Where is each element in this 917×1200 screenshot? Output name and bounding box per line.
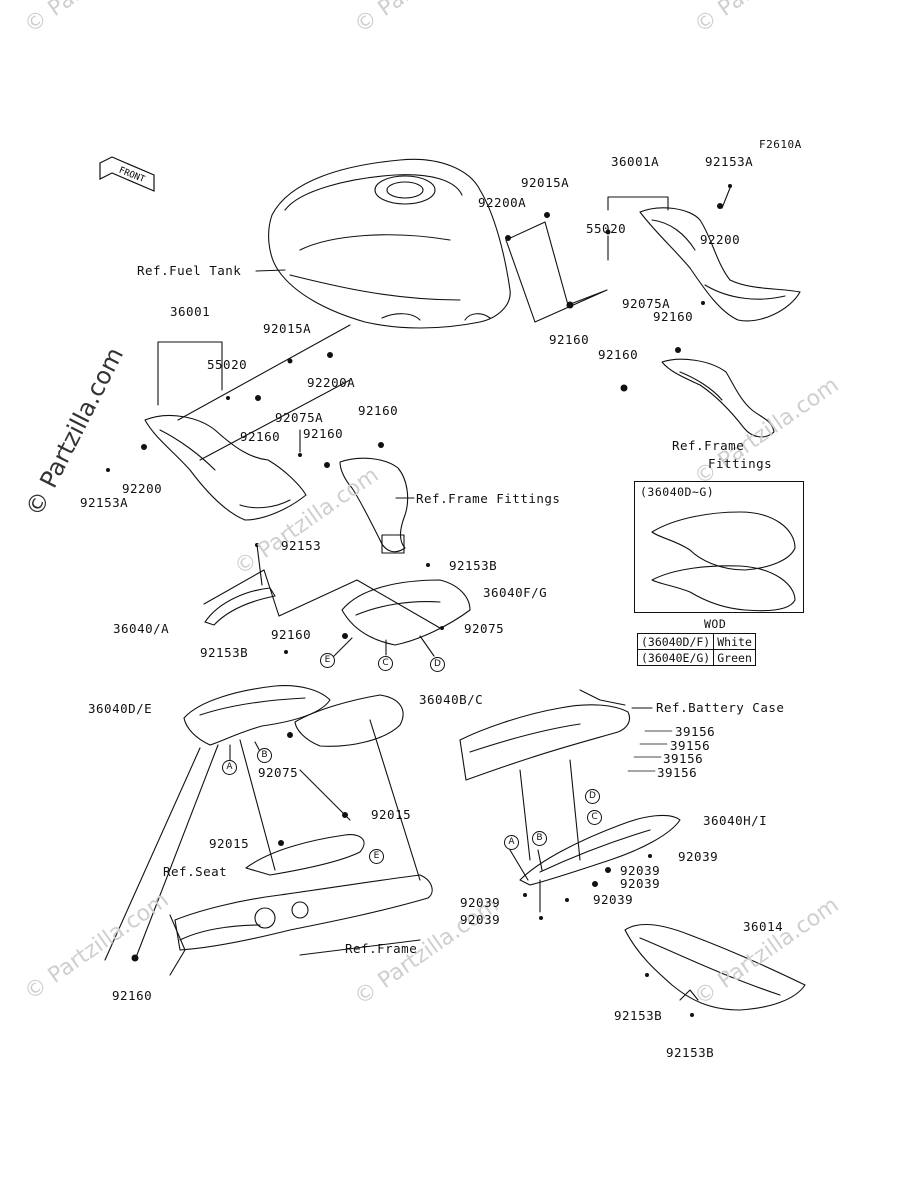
label-39156-4: 39156	[657, 765, 698, 780]
label-36014: 36014	[743, 919, 784, 934]
seat-frame-drawing	[169, 834, 433, 976]
hardware-dots	[106, 184, 732, 1017]
label-92160-bottom: 92160	[112, 988, 153, 1003]
label-36040hi: 36040H/I	[703, 813, 768, 828]
label-92160-mid: 92160	[549, 332, 590, 347]
label-92153a-left: 92153A	[80, 495, 129, 510]
label-ref-fuel-tank: Ref.Fuel Tank	[137, 263, 242, 278]
label-ref-frame-fittings-center: Ref.Frame Fittings	[416, 491, 561, 506]
inset-title: (36040D~G)	[640, 485, 715, 499]
fuel-tank-drawing	[268, 158, 511, 329]
label-36040de: 36040D/E	[88, 701, 153, 716]
callout-d-right: D	[585, 789, 600, 804]
chain-guard-drawing	[624, 924, 806, 1011]
label-92075a-left: 92075A	[275, 410, 324, 425]
label-92039-4: 92039	[593, 892, 634, 907]
callout-e-top: E	[320, 653, 335, 668]
label-92153: 92153	[281, 538, 322, 553]
label-92160-left: 92160	[240, 429, 281, 444]
label-ref-seat: Ref.Seat	[163, 864, 228, 879]
label-36001a: 36001A	[611, 154, 660, 169]
label-92153b-b2: 92153B	[666, 1045, 715, 1060]
callout-a-left: A	[222, 760, 237, 775]
label-92015-right: 92015	[371, 807, 412, 822]
label-39156-2: 39156	[670, 738, 711, 753]
label-ref-battery-case: Ref.Battery Case	[656, 700, 785, 715]
callout-c-top: C	[378, 656, 393, 671]
label-ref-frame-fittings-right-2: Fittings	[708, 456, 773, 471]
inset-variant-box	[634, 481, 804, 613]
color-code-cell: (36040D/F)	[636, 633, 715, 650]
label-92039-1: 92039	[678, 849, 719, 864]
right-side-cover-drawing	[639, 207, 801, 322]
color-code-table: (36040D/F) White (36040E/G) Green	[636, 633, 756, 666]
color-name-cell: White	[713, 633, 756, 650]
callout-a-right: A	[504, 835, 519, 850]
label-36040a: 36040/A	[113, 621, 170, 636]
label-92039-2: 92039	[620, 863, 661, 878]
lower-side-cover-drawing	[183, 685, 404, 747]
color-code-cell: (36040E/G)	[636, 649, 715, 666]
label-92160-r1: 92160	[653, 309, 694, 324]
label-92075-right: 92075	[464, 621, 505, 636]
label-92015a-top: 92015A	[521, 175, 570, 190]
label-92039-5: 92039	[460, 895, 501, 910]
label-92153b-left: 92153B	[200, 645, 249, 660]
label-92160-cover: 92160	[271, 627, 312, 642]
label-92015a-left: 92015A	[263, 321, 312, 336]
label-39156-1: 39156	[675, 724, 716, 739]
label-92153b-mid: 92153B	[449, 558, 498, 573]
label-92200-left: 92200	[122, 481, 163, 496]
figure-code: F2610A	[759, 138, 802, 151]
label-92153a-top: 92153A	[705, 154, 754, 169]
label-92015-left: 92015	[209, 836, 250, 851]
label-55020-left: 55020	[207, 357, 248, 372]
label-55020-top: 55020	[586, 221, 627, 236]
callout-c-right: C	[587, 810, 602, 825]
right-frame-fittings-drawing	[661, 358, 775, 438]
inset-wod-label: WOD	[704, 617, 727, 631]
callout-d-top: D	[430, 657, 445, 672]
color-row: (36040D/F) White	[636, 633, 756, 650]
left-side-cover-drawing	[144, 414, 307, 521]
label-92075-left: 92075	[258, 765, 299, 780]
label-92039-6: 92039	[460, 912, 501, 927]
label-92039-3: 92039	[620, 876, 661, 891]
label-39156-3: 39156	[663, 751, 704, 766]
color-row: (36040E/G) Green	[636, 649, 756, 666]
callout-e-bottom: E	[369, 849, 384, 864]
battery-case-drawing	[459, 689, 631, 781]
label-ref-frame-fittings-right-1: Ref.Frame	[672, 438, 745, 453]
label-92075a-right: 92075A	[622, 296, 671, 311]
front-direction-arrow-icon: FRONT	[99, 156, 155, 192]
label-92200-top: 92200	[700, 232, 741, 247]
color-name-cell: Green	[713, 649, 756, 666]
label-92200a-top: 92200A	[478, 195, 527, 210]
tail-cover-drawing	[519, 814, 681, 886]
upper-center-covers-drawing	[204, 579, 471, 646]
label-92153b-b1: 92153B	[614, 1008, 663, 1023]
inset-cover-drawings	[651, 511, 796, 612]
label-36001: 36001	[170, 304, 211, 319]
center-frame-fittings-drawing	[339, 457, 409, 554]
label-92160-top-center: 92160	[358, 403, 399, 418]
label-92160-r2: 92160	[598, 347, 639, 362]
label-36040fg: 36040F/G	[483, 585, 548, 600]
callout-b-left: B	[257, 748, 272, 763]
label-36040bc: 36040B/C	[419, 692, 484, 707]
label-92160-center: 92160	[303, 426, 344, 441]
label-ref-frame: Ref.Frame	[345, 941, 418, 956]
label-92200a-left: 92200A	[307, 375, 356, 390]
callout-b-right: B	[532, 831, 547, 846]
